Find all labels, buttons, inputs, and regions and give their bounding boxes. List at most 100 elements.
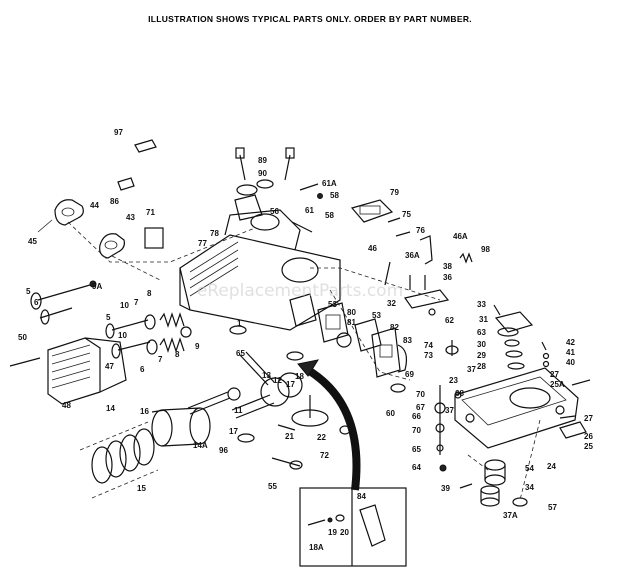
gasket-60 bbox=[390, 383, 406, 393]
label-27b: 27 bbox=[584, 414, 593, 423]
breather-plate-80 bbox=[317, 302, 349, 343]
label-61A: 61A bbox=[322, 179, 337, 188]
label-11: 11 bbox=[234, 406, 243, 415]
label-23: 23 bbox=[449, 376, 458, 385]
label-97: 97 bbox=[114, 128, 123, 137]
mounting-flange-24 bbox=[454, 367, 579, 449]
label-38: 38 bbox=[443, 262, 452, 271]
valve-stem-70 bbox=[434, 385, 446, 455]
label-44: 44 bbox=[90, 201, 99, 210]
label-17a: 17 bbox=[286, 380, 295, 389]
label-63: 63 bbox=[477, 328, 486, 337]
label-60: 60 bbox=[386, 409, 395, 418]
gear-29 bbox=[505, 350, 523, 358]
cylinder-head-48 bbox=[47, 337, 127, 405]
pin-16 bbox=[151, 409, 166, 413]
label-71: 71 bbox=[146, 208, 155, 217]
label-14A: 14A bbox=[193, 441, 208, 450]
label-53a: 53 bbox=[328, 300, 337, 309]
label-48: 48 bbox=[62, 401, 71, 410]
lever-46A bbox=[419, 235, 433, 265]
bracket-43 bbox=[99, 233, 125, 259]
label-70a: 70 bbox=[416, 390, 425, 399]
label-5a: 5 bbox=[26, 287, 31, 296]
label-55: 55 bbox=[268, 482, 277, 491]
cover-79 bbox=[350, 199, 394, 223]
bushing-34 bbox=[480, 485, 500, 507]
valve-spring-lower bbox=[146, 337, 185, 355]
label-8b: 8 bbox=[175, 350, 180, 359]
valve-81 bbox=[336, 332, 352, 348]
label-7a: 7 bbox=[134, 298, 139, 307]
label-82: 82 bbox=[390, 323, 399, 332]
gear-63 bbox=[497, 327, 519, 337]
cover-82 bbox=[371, 327, 401, 378]
label-40: 40 bbox=[566, 358, 575, 367]
valve-5-lower bbox=[105, 319, 149, 339]
label-56: 56 bbox=[270, 207, 279, 216]
label-9A: 9A bbox=[92, 282, 102, 291]
label-13: 13 bbox=[262, 371, 271, 380]
label-64: 64 bbox=[412, 463, 421, 472]
label-20: 20 bbox=[340, 528, 349, 537]
lever-32 bbox=[403, 289, 450, 309]
label-81: 81 bbox=[347, 318, 356, 327]
valve-spring-upper bbox=[144, 312, 185, 330]
bolt-61 bbox=[291, 221, 313, 233]
label-31: 31 bbox=[479, 315, 488, 324]
washer-30 bbox=[504, 339, 520, 347]
pin-21 bbox=[277, 424, 296, 431]
label-18: 18 bbox=[295, 372, 304, 381]
label-32: 32 bbox=[387, 299, 396, 308]
screw-45 bbox=[37, 219, 53, 233]
screw-75 bbox=[387, 217, 401, 223]
label-72: 72 bbox=[320, 451, 329, 460]
plug-57 bbox=[512, 497, 528, 507]
label-53b: 53 bbox=[372, 311, 381, 320]
bearing-18 bbox=[286, 351, 304, 361]
assembly-arrow bbox=[297, 359, 361, 491]
bolt-27-top bbox=[571, 379, 591, 386]
label-42: 42 bbox=[566, 338, 575, 347]
valve-6-upper bbox=[39, 307, 73, 325]
label-74: 74 bbox=[424, 341, 433, 350]
gasket-71 bbox=[144, 227, 164, 249]
label-34: 34 bbox=[525, 483, 534, 492]
label-76: 76 bbox=[416, 226, 425, 235]
label-12: 12 bbox=[273, 376, 282, 385]
cover-31 bbox=[494, 311, 534, 333]
gasket-28 bbox=[507, 362, 525, 370]
watermark: eReplacementParts.com bbox=[197, 281, 403, 301]
label-80: 80 bbox=[347, 308, 356, 317]
valve-5-upper bbox=[30, 284, 91, 310]
label-17b: 17 bbox=[229, 427, 238, 436]
tube-83 bbox=[397, 344, 408, 373]
label-68: 68 bbox=[455, 389, 464, 398]
retainer-9 bbox=[180, 326, 192, 338]
label-45: 45 bbox=[28, 237, 37, 246]
label-58b: 58 bbox=[325, 211, 334, 220]
nut-62 bbox=[428, 308, 436, 316]
label-7b: 7 bbox=[158, 355, 163, 364]
piston-rings-15 bbox=[91, 428, 155, 484]
piston-14 bbox=[151, 407, 211, 447]
label-9: 9 bbox=[195, 342, 200, 351]
label-62: 62 bbox=[445, 316, 454, 325]
label-70b: 70 bbox=[412, 426, 421, 435]
inset-box bbox=[299, 487, 407, 567]
spark-plug-89 bbox=[235, 147, 295, 181]
label-54: 54 bbox=[525, 464, 534, 473]
spring-98 bbox=[459, 252, 473, 264]
label-39: 39 bbox=[441, 484, 450, 493]
label-36: 36 bbox=[443, 273, 452, 282]
head-bolt-50 bbox=[9, 357, 41, 367]
label-21: 21 bbox=[285, 432, 294, 441]
nut-40 bbox=[542, 360, 550, 368]
label-24: 24 bbox=[547, 462, 556, 471]
label-46A: 46A bbox=[453, 232, 468, 241]
nut-64 bbox=[439, 464, 447, 472]
label-22: 22 bbox=[317, 433, 326, 442]
gasket-53-right bbox=[354, 318, 382, 352]
